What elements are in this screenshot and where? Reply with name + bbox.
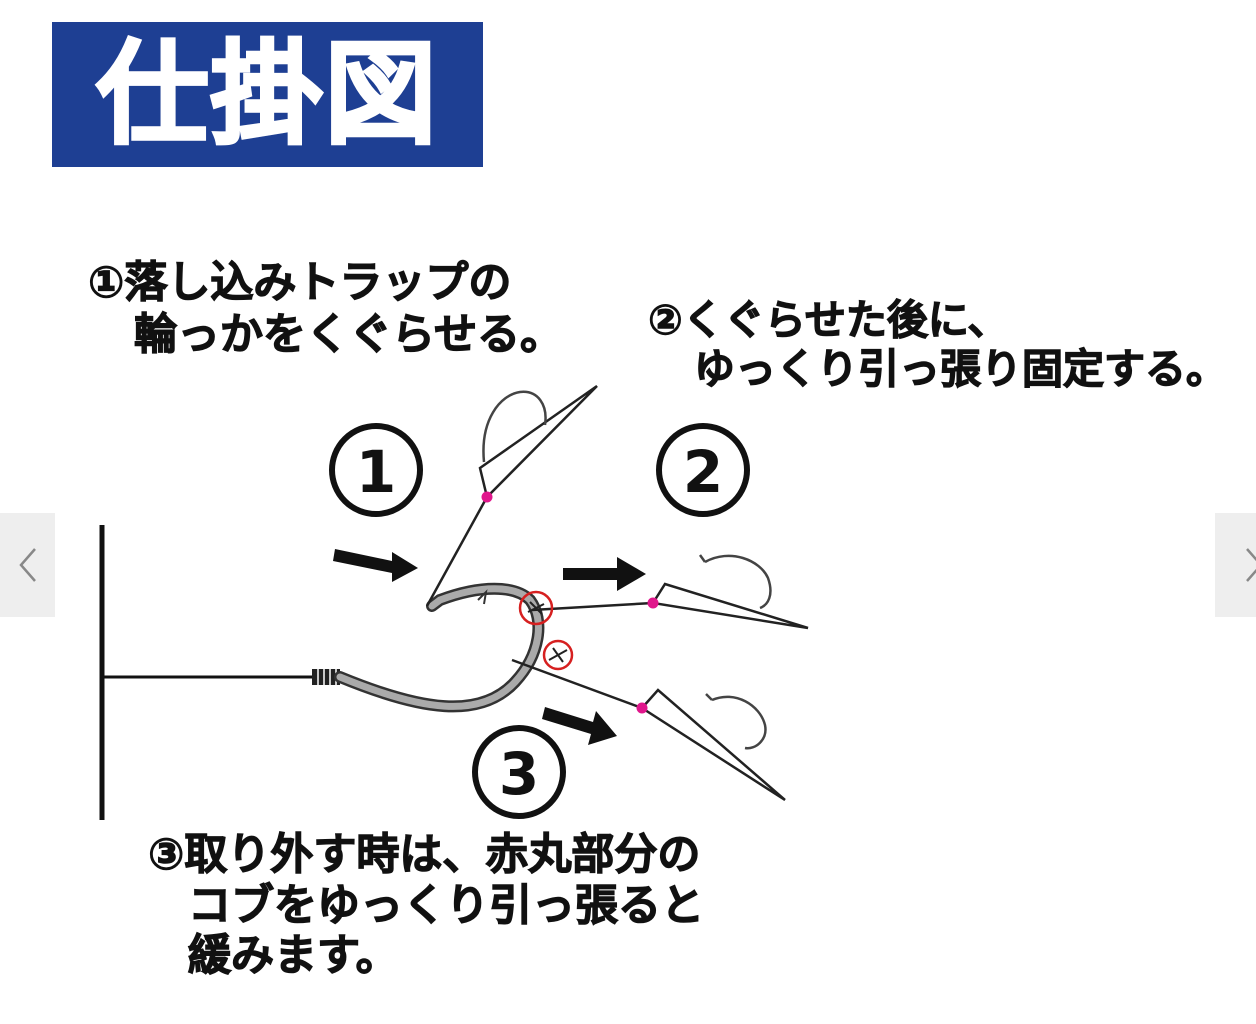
step3-line3: 緩みます。 — [187, 931, 399, 982]
highlight-circle-lower — [542, 639, 574, 671]
trap1-hook — [482, 390, 547, 463]
trap2-line — [531, 601, 654, 612]
step3-marker: 3 — [472, 725, 566, 819]
trap3-line — [511, 658, 643, 710]
trap2-hook — [704, 554, 772, 610]
hook-barb — [477, 589, 488, 605]
trap1-lure — [478, 384, 598, 500]
step3-line1: ③取り外す時は、赤丸部分の — [147, 829, 701, 880]
step3-line2: コブをゆっくり引っ張ると — [187, 880, 704, 931]
trap1-knot — [481, 491, 493, 503]
arrow-step3 — [542, 707, 617, 745]
step2-marker: 2 — [656, 423, 750, 517]
chevron-left-icon — [18, 548, 36, 582]
knot-wrap — [312, 669, 340, 685]
step2-line1: ②くぐらせた後に、 — [647, 295, 1009, 344]
step1-line2: 輪っかをくぐらせる。 — [133, 309, 564, 360]
arrow-step1 — [333, 549, 418, 582]
step2-note: ②くぐらせた後に、 ゆっくり引っ張り固定する。 — [647, 295, 1227, 394]
page-title: 仕掛図 — [95, 29, 439, 160]
step1-line1: ①落し込みトラップの — [87, 257, 512, 308]
highlight-circle-upper — [518, 590, 554, 626]
trap3-lure — [640, 688, 786, 802]
arrow-step2 — [563, 557, 646, 591]
step3-note: ③取り外す時は、赤丸部分の コブをゆっくり引っ張ると 緩みます。 — [147, 829, 704, 982]
svg-text:2: 2 — [683, 438, 723, 506]
trap2-lure — [650, 582, 809, 630]
trap3-hook — [711, 695, 767, 750]
trap2-knot — [647, 597, 659, 609]
step1-marker: 1 — [329, 423, 423, 517]
svg-text:1: 1 — [356, 438, 396, 506]
trap1-line — [425, 496, 489, 607]
next-slide-button[interactable] — [1215, 513, 1256, 617]
trap3-knot — [636, 702, 648, 714]
step1-note: ①落し込みトラップの 輪っかをくぐらせる。 — [87, 257, 564, 361]
prev-slide-button[interactable] — [0, 513, 55, 617]
title-banner: 仕掛図 — [52, 22, 483, 167]
step2-line2: ゆっくり引っ張り固定する。 — [693, 345, 1227, 394]
chevron-right-icon — [1246, 548, 1256, 582]
svg-text:3: 3 — [499, 740, 539, 808]
